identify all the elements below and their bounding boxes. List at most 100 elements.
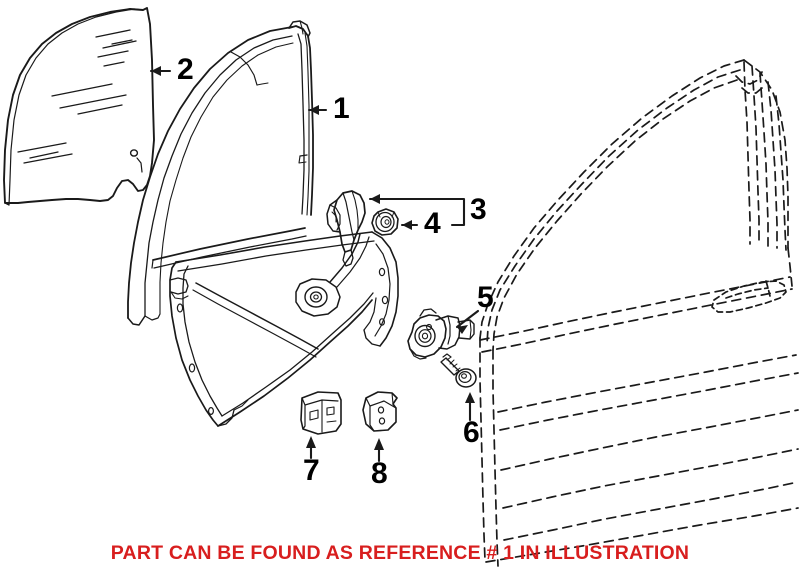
glass-reflection-hatching xyxy=(17,29,137,164)
motor-body-seam xyxy=(447,315,451,345)
run-channel-vertical-inner1 xyxy=(297,33,305,215)
motor-gear-ring-outer xyxy=(414,324,436,348)
nut-center xyxy=(384,219,390,225)
motor-body-block xyxy=(435,315,461,350)
callout-label-1: 1 xyxy=(333,92,350,125)
stop-bracket-top-face xyxy=(369,400,397,409)
clamp-left-jaw xyxy=(326,199,341,233)
clip-window-cut xyxy=(309,409,319,421)
clamp-rib-b xyxy=(351,190,359,231)
callout-label-8: 8 xyxy=(371,457,388,490)
screw-thread-1 xyxy=(446,356,452,361)
part-clamp-nut xyxy=(371,208,399,236)
part-regulator-stop-bracket xyxy=(362,391,398,432)
part-motor-mounting-screw xyxy=(440,353,477,388)
callout-label-2: 2 xyxy=(177,53,194,86)
clamp-detail-notch xyxy=(331,211,337,223)
regulator-left-arm-inner xyxy=(182,265,223,417)
arrowhead-2 xyxy=(151,66,161,76)
run-channel-curve-inner2 xyxy=(159,42,294,315)
regulator-right-rail-inner2 xyxy=(363,297,377,331)
nut-bore xyxy=(380,215,392,229)
screw-tip xyxy=(442,353,452,358)
clip-lower-rib xyxy=(326,420,337,423)
regulator-main-arm-lower xyxy=(217,299,373,427)
clip-left-face xyxy=(301,397,306,430)
regulator-pivot-hub xyxy=(295,278,341,317)
reference-note: PART CAN BE FOUND AS REFERENCE # 1 IN IL… xyxy=(110,542,690,564)
screw-drive xyxy=(461,373,467,379)
clip-body xyxy=(300,391,342,435)
arrowhead-4 xyxy=(402,220,412,230)
regulator-left-bracket-lip xyxy=(170,291,189,300)
clip-detail-square xyxy=(326,406,335,416)
glass-notch-detail xyxy=(136,157,143,173)
stop-bracket-hole-2 xyxy=(378,417,386,425)
nut-facet-b xyxy=(391,211,395,218)
glass-mounting-hole xyxy=(129,149,139,157)
run-channel-cross-member-top xyxy=(152,227,306,261)
motor-mount-hole xyxy=(426,323,432,331)
motor-gear-housing xyxy=(407,314,447,358)
arrowhead-8 xyxy=(374,438,384,450)
regulator-hole-l1 xyxy=(176,303,184,313)
arrowhead-3 xyxy=(370,194,380,204)
part-window-regulator-motor xyxy=(407,308,475,360)
screw-shank xyxy=(440,357,460,376)
regulator-left-bracket xyxy=(169,277,189,295)
regulator-hole-r1 xyxy=(378,267,386,277)
clamp-lower-stem xyxy=(342,249,354,267)
regulator-bottom-gusset2 xyxy=(233,399,249,411)
run-channel-top-cap xyxy=(288,20,311,38)
run-channel-mid-tab-detail xyxy=(298,155,307,164)
clamp-left-jaw-inner xyxy=(329,204,341,231)
motor-connector xyxy=(457,319,475,340)
regulator-hole-r2 xyxy=(381,295,389,305)
regulator-bottom-gusset xyxy=(217,409,235,427)
regulator-hole-l2 xyxy=(188,363,196,373)
run-channel-curve-inner1 xyxy=(144,35,293,317)
regulator-cross-arm-a xyxy=(195,282,319,350)
screw-thread-2 xyxy=(449,359,455,365)
run-channel-cross-left-cap xyxy=(151,259,154,269)
glass-outline xyxy=(3,7,155,204)
run-channel-cap-detail xyxy=(299,20,304,35)
leader-3-top xyxy=(368,197,466,213)
motor-gear-ring-mid xyxy=(418,329,432,343)
run-channel-vertical-outer xyxy=(288,25,314,216)
screw-head-inner xyxy=(458,371,472,384)
run-channel-lower-tip2 xyxy=(144,313,161,321)
regulator-right-rail-outer xyxy=(371,231,399,347)
nut-outer-hex xyxy=(371,208,399,236)
motor-connector-edge xyxy=(469,319,472,340)
callout-label-4: 4 xyxy=(424,207,441,240)
leader-3-bracket-down xyxy=(450,209,466,227)
run-channel-brace-end xyxy=(256,82,269,86)
part-exterior-door-handle-phantom xyxy=(711,280,787,313)
regulator-hole-r3 xyxy=(379,318,386,326)
stop-bracket-tab xyxy=(391,392,394,405)
clip-corner-bevel xyxy=(337,392,342,401)
motor-mount-ear xyxy=(419,308,437,317)
arrowhead-1 xyxy=(309,105,319,115)
run-channel-corner-brace xyxy=(230,51,258,86)
glass-edge-tip xyxy=(4,202,10,206)
part-door-shell-phantom xyxy=(479,59,799,567)
callout-label-7: 7 xyxy=(303,454,320,487)
callout-labels: 1 2 3 4 5 6 7 8 xyxy=(177,53,494,490)
motor-lower-lip xyxy=(409,348,427,360)
screw-head xyxy=(455,368,477,388)
regulator-hole-l3 xyxy=(208,407,215,416)
run-channel-lower-tip xyxy=(127,315,146,326)
nut-ring xyxy=(375,211,395,233)
regulator-right-rail-foot xyxy=(363,329,381,347)
arrowhead-7 xyxy=(306,436,316,448)
part-door-window-glass xyxy=(3,7,155,206)
regulator-main-arm-upper xyxy=(221,292,374,417)
stop-bracket-left-face xyxy=(365,397,375,432)
regulator-upper-rail-2 xyxy=(177,240,375,272)
clamp-rib-a xyxy=(342,192,355,241)
